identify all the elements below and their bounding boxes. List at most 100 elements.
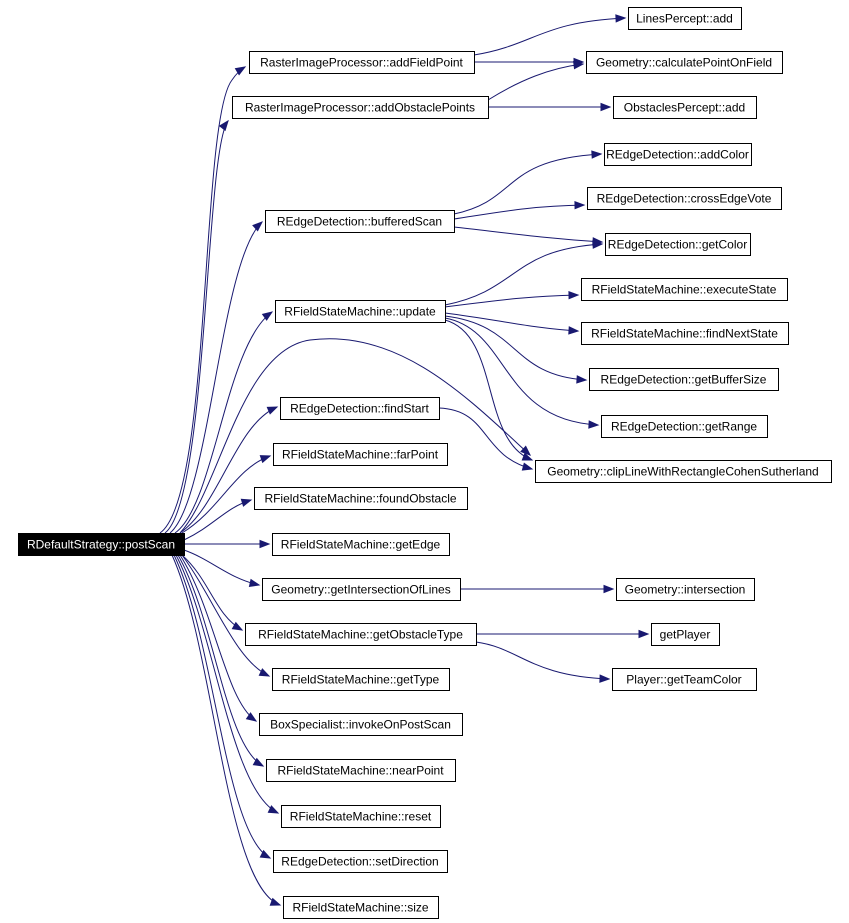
- node-label: RFieldStateMachine::getEdge: [281, 538, 441, 552]
- node-red-setdirection[interactable]: REdgeDetection::setDirection: [273, 850, 448, 873]
- edge-root-to-box_invokeOnPostScan: [179, 554, 258, 722]
- node-box: [273, 443, 448, 466]
- node-box: [273, 850, 448, 873]
- node-box: [262, 578, 461, 601]
- node-rfsm-size[interactable]: RFieldStateMachine::size: [283, 896, 439, 919]
- node-box: [18, 533, 185, 556]
- arrowhead-icon: [588, 420, 600, 429]
- node-label: REdgeDetection::getBufferSize: [601, 373, 767, 387]
- edge-root-to-rfsm_update: [174, 311, 274, 534]
- edge-line: [444, 315, 587, 381]
- arrowhead-icon: [592, 240, 604, 249]
- node-label: RFieldStateMachine::findNextState: [591, 327, 778, 341]
- node-rfsm-farpoint[interactable]: RFieldStateMachine::farPoint: [273, 443, 448, 466]
- edge-line: [164, 120, 229, 534]
- node-rfsm-nearpoint[interactable]: RFieldStateMachine::nearPoint: [266, 759, 456, 782]
- node-label: Geometry::clipLineWithRectangleCohenSuth…: [547, 465, 818, 479]
- node-red-getrange[interactable]: REdgeDetection::getRange: [601, 415, 768, 438]
- node-box: [581, 278, 788, 301]
- edge-line: [438, 407, 533, 470]
- edge-line: [159, 66, 246, 534]
- node-player-getteamcolor[interactable]: Player::getTeamColor: [612, 668, 757, 691]
- node-geo-getintersectionoflines[interactable]: Geometry::getIntersectionOfLines: [262, 578, 461, 601]
- arrowhead-icon: [269, 897, 282, 906]
- node-rfsm-reset[interactable]: RFieldStateMachine::reset: [281, 805, 441, 828]
- edge-rip_addObstaclePoints-to-geo_calculatePointOnField: [487, 60, 585, 101]
- node-root[interactable]: RDefaultStrategy::postScan: [18, 533, 185, 556]
- node-rfsm-foundobstacle[interactable]: RFieldStateMachine::foundObstacle: [254, 487, 468, 510]
- edge-red_bufferedScan-to-red_getColor: [453, 226, 604, 246]
- arrowhead-icon: [574, 200, 586, 210]
- node-red-bufferedscan[interactable]: REdgeDetection::bufferedScan: [265, 210, 455, 233]
- edge-root-to-rfsm_getEdge: [184, 539, 271, 549]
- node-box: [586, 51, 783, 74]
- node-label: RFieldStateMachine::reset: [290, 810, 432, 824]
- arrowhead-icon: [573, 60, 585, 70]
- arrowhead-icon: [258, 668, 271, 677]
- arrowhead-icon: [568, 290, 580, 300]
- node-rip-addobstaclepoints[interactable]: RasterImageProcessor::addObstaclePoints: [232, 96, 489, 119]
- node-lines-add[interactable]: LinesPercept::add: [628, 7, 742, 30]
- edge-line: [487, 63, 584, 101]
- edge-root-to-rfsm_nearPoint: [177, 554, 265, 767]
- node-box: [616, 578, 755, 601]
- node-label: RasterImageProcessor::addObstaclePoints: [245, 101, 475, 115]
- node-box: [587, 187, 782, 210]
- node-box: [601, 415, 768, 438]
- edge-red_bufferedScan-to-red_crossEdgeVote: [453, 200, 586, 220]
- edge-rip_addObstaclePoints-to-obst_add: [488, 102, 612, 112]
- node-rip-addfieldpoint[interactable]: RasterImageProcessor::addFieldPoint: [249, 51, 475, 74]
- edge-line: [179, 338, 531, 534]
- node-geo-clipline[interactable]: Geometry::clipLineWithRectangleCohenSuth…: [535, 460, 832, 483]
- node-box-invokeonpostscan[interactable]: BoxSpecialist::invokeOnPostScan: [259, 713, 463, 736]
- node-label: RFieldStateMachine::farPoint: [282, 448, 439, 462]
- edge-line: [175, 554, 279, 814]
- edge-rfsm_update-to-red_getColor: [444, 240, 604, 306]
- node-red-addcolor[interactable]: REdgeDetection::addColor: [604, 143, 752, 166]
- node-red-crossedgevote[interactable]: REdgeDetection::crossEdgeVote: [587, 187, 782, 210]
- arrowhead-icon: [576, 375, 588, 384]
- node-label: Geometry::getIntersectionOfLines: [271, 583, 450, 597]
- node-box: [283, 896, 439, 919]
- edge-rfsm_getObstacleType-to-player_getTeamColor: [475, 641, 611, 683]
- node-rfsm-update[interactable]: RFieldStateMachine::update: [275, 300, 446, 323]
- edge-root-to-rfsm_farPoint: [181, 455, 272, 534]
- edge-root-to-red_findStart: [179, 406, 279, 534]
- node-red-getbuffersize[interactable]: REdgeDetection::getBufferSize: [589, 368, 779, 391]
- arrowhead-icon: [252, 757, 265, 767]
- edge-rfsm_getObstacleType-to-getPlayer: [476, 629, 650, 639]
- node-rfsm-gettype[interactable]: RFieldStateMachine::getType: [272, 668, 450, 691]
- node-obst-add[interactable]: ObstaclesPercept::add: [613, 96, 757, 119]
- edge-line: [453, 153, 602, 215]
- node-label: Geometry::intersection: [625, 583, 746, 597]
- node-getplayer[interactable]: getPlayer: [651, 623, 720, 646]
- edge-root-to-rfsm_size: [171, 554, 282, 906]
- edge-rip_addFieldPoint-to-geo_calculatePointOnField: [474, 57, 585, 67]
- arrowhead-icon: [261, 311, 274, 321]
- edge-root-to-red_setDirection: [173, 554, 272, 859]
- node-box: [613, 96, 757, 119]
- node-label: Player::getTeamColor: [626, 673, 741, 687]
- edge-rfsm_update-to-red_getRange: [444, 317, 600, 429]
- edge-line: [453, 204, 585, 220]
- edge-line: [179, 406, 278, 534]
- node-geo-intersection[interactable]: Geometry::intersection: [616, 578, 755, 601]
- node-red-getcolor[interactable]: REdgeDetection::getColor: [605, 233, 751, 256]
- node-geo-calculatepointonfield[interactable]: Geometry::calculatePointOnField: [586, 51, 783, 74]
- node-label: REdgeDetection::bufferedScan: [277, 215, 442, 229]
- node-box: [232, 96, 489, 119]
- node-rfsm-findnextstate[interactable]: RFieldStateMachine::findNextState: [581, 322, 789, 345]
- edge-red_bufferedScan-to-red_addColor: [453, 150, 603, 215]
- node-rfsm-getedge[interactable]: RFieldStateMachine::getEdge: [272, 533, 450, 556]
- arrowhead-icon: [259, 539, 271, 549]
- node-label: REdgeDetection::crossEdgeVote: [597, 192, 772, 206]
- node-rfsm-getobstacletype[interactable]: RFieldStateMachine::getObstacleType: [245, 623, 477, 646]
- node-box: [651, 623, 720, 646]
- arrowhead-icon: [231, 621, 244, 631]
- edge-root-to-geo_getIntersectionOfLines: [183, 549, 261, 588]
- node-box: [275, 300, 446, 323]
- edge-line: [473, 17, 626, 56]
- node-red-findstart[interactable]: REdgeDetection::findStart: [280, 397, 440, 420]
- node-rfsm-executestate[interactable]: RFieldStateMachine::executeState: [581, 278, 788, 301]
- edge-root-to-rfsm_getType: [181, 554, 271, 677]
